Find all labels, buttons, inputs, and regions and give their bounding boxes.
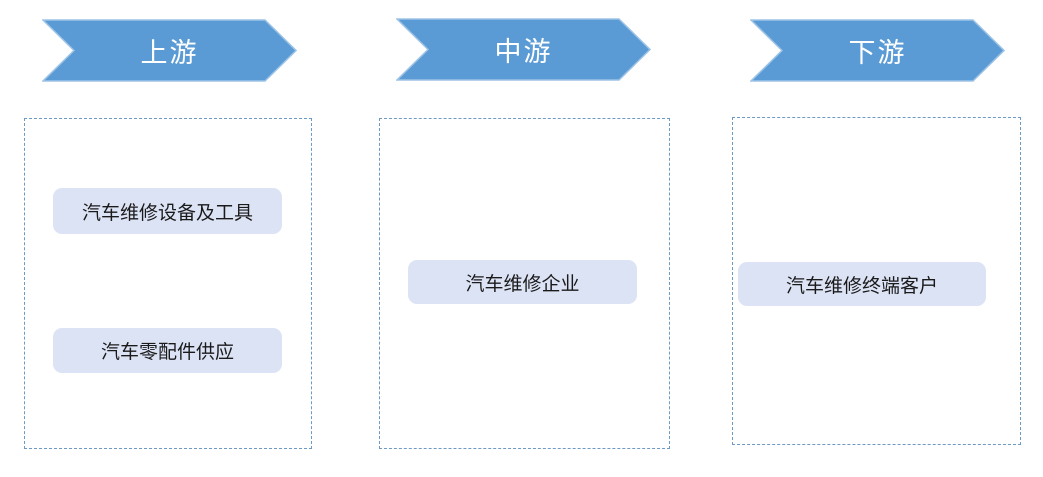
chevron-arrow-icon <box>42 19 297 82</box>
chevron-arrow-icon <box>396 18 651 81</box>
stage-label-upstream: 上游 <box>140 38 199 68</box>
stage-label-downstream: 下游 <box>848 38 907 68</box>
node-repair-enterprises: 汽车维修企业 <box>408 260 637 304</box>
chevron-arrow-icon <box>750 19 1005 82</box>
stage-panel-midstream <box>379 118 670 449</box>
node-repair-end-customers: 汽车维修终端客户 <box>738 262 986 306</box>
stage-label-midstream: 中游 <box>494 37 553 67</box>
node-repair-equipment-tools: 汽车维修设备及工具 <box>53 188 282 234</box>
stage-panel-downstream <box>732 117 1021 445</box>
stage-header-midstream: 中游 <box>396 18 651 81</box>
stage-panel-upstream <box>24 118 312 449</box>
stage-header-upstream: 上游 <box>42 19 297 82</box>
stage-header-downstream: 下游 <box>750 19 1005 82</box>
node-auto-parts-supply: 汽车零配件供应 <box>53 328 282 373</box>
